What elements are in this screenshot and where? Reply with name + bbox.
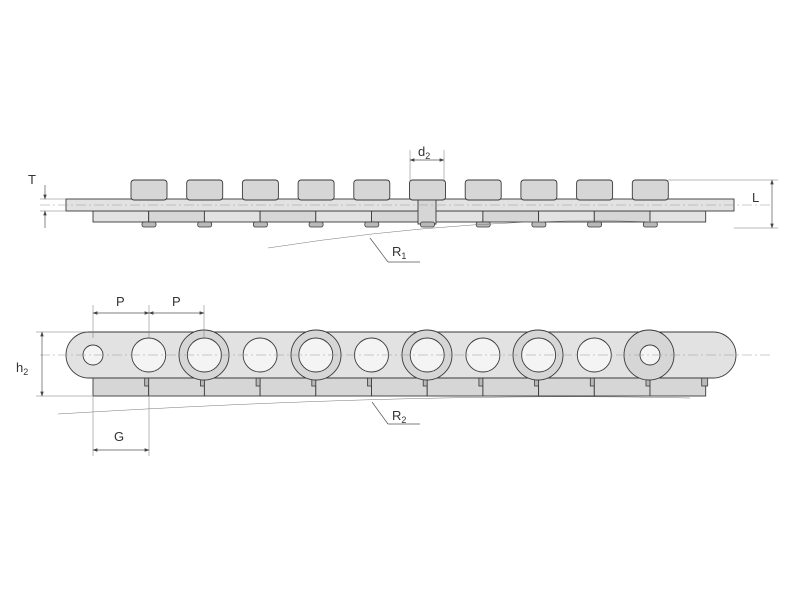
base-plate [538,377,595,397]
top-pin [520,179,558,201]
lower-plate [482,210,540,223]
top-pin [409,179,446,201]
roller [197,221,213,228]
r2-leader [371,401,389,425]
base-plate [649,377,707,397]
lower-plate [92,210,150,223]
top-pin [241,179,279,201]
roller [141,221,157,228]
base-plate [371,377,428,397]
lower-link-plates [92,210,707,223]
p-label-1: P [116,294,125,309]
top-pin [130,179,168,201]
base-plate [482,377,540,397]
plate-joint [701,377,709,387]
base-plate [315,377,372,397]
base-plate [203,377,261,397]
r2-label: R2 [392,408,406,425]
d2-label: d2 [418,144,430,161]
roller [587,221,602,228]
roller [420,221,435,228]
lower-plate [593,210,651,223]
base-plate [148,377,205,397]
p-label-2: P [172,294,181,309]
roller [642,221,658,228]
top-pin [464,179,502,201]
lower-plate [203,210,261,223]
bottom-rollers [141,221,658,228]
r2-curve-line [57,396,691,415]
base-plate [259,377,317,397]
lower-plate [148,210,205,223]
top-pins [130,179,669,225]
r1-curve-line [267,220,661,249]
lower-plate [538,210,595,223]
base-link-plates [92,377,709,397]
top-pin [297,179,335,201]
r1-label: R1 [392,244,406,261]
lower-plate [315,210,372,223]
g-label: G [114,429,124,444]
h2-label: h2 [16,360,28,377]
roller [531,221,547,228]
top-pin [631,179,669,201]
base-plate [426,377,484,397]
bottom-view: P P h2 R2 G [16,294,770,456]
roller [364,221,380,228]
lower-plate [649,210,707,223]
roller [252,221,268,228]
top-pin [576,179,614,201]
lower-plate [259,210,317,223]
base-plate [92,377,150,397]
center-pin-stem [417,199,437,225]
l-label: L [752,190,759,205]
top-view: R1 T L d2 [28,144,778,263]
top-pin [186,179,224,201]
roller [308,221,324,228]
r1-leader [369,237,389,263]
base-plate [593,377,651,397]
top-pin [353,179,391,201]
t-label: T [28,172,36,187]
